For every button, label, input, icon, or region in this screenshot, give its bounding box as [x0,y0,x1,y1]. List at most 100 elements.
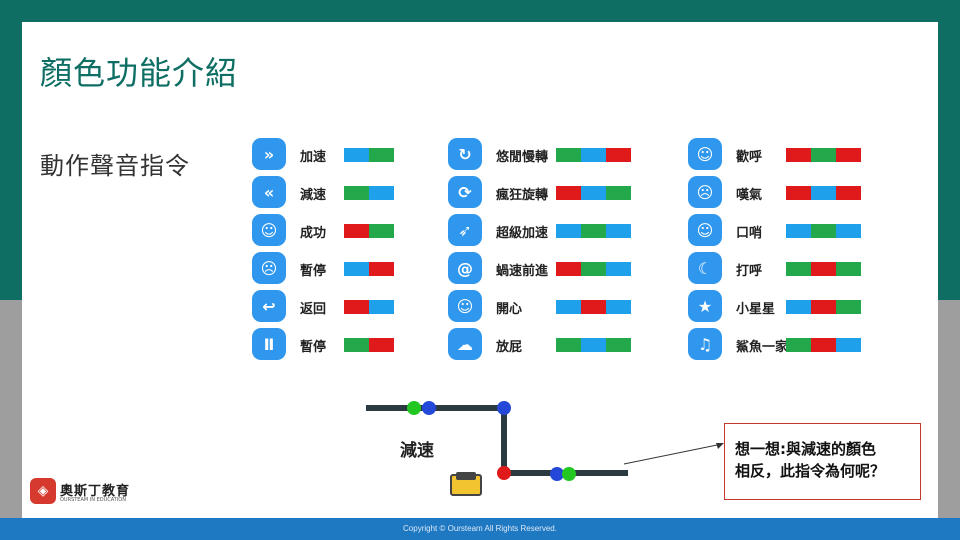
command-label: 成功 [300,226,327,241]
color-code-block [369,300,394,314]
star-song-icon: ★ [688,290,722,322]
command-row: » 加速 [244,138,444,170]
whistle-face-icon: ☺ [688,214,722,246]
color-code-block [581,262,606,276]
color-code-strip [786,148,861,162]
color-code-block [344,224,369,238]
robot-icon [446,472,486,500]
command-label: 超級加速 [496,226,549,241]
color-code-block [581,224,606,238]
logo-mark-icon: ◈ [30,478,56,504]
command-row: ☁放屁 [440,328,640,360]
fast-forward-icon: » [252,138,286,170]
color-code-block [581,338,606,352]
color-code-block [606,224,631,238]
command-label: 瘋狂旋轉 [496,188,549,203]
color-code-strip [344,148,394,162]
command-row: ☺ 口哨 [680,214,880,246]
command-label: 鯊魚一家 [736,340,789,355]
color-code-block [786,338,811,352]
shark-song-icon: ♫ [688,328,722,360]
color-code-block [836,186,861,200]
rewind-icon: « [252,176,286,208]
color-code-block [581,186,606,200]
color-code-block [369,338,394,352]
color-code-block [836,224,861,238]
command-row: ☺ 成功 [244,214,444,246]
color-code-strip [786,186,861,200]
command-label: 開心 [496,302,523,317]
color-code-strip [556,300,631,314]
track-dot-blue-bottom [550,467,564,481]
rocket-icon: ➶ [448,214,482,246]
color-code-strip [786,338,861,352]
color-code-block [556,262,581,276]
color-code-strip [556,148,631,162]
command-row: ↩返回 [244,290,444,322]
pause-icon: Ⅱ [252,328,286,360]
color-code-block [344,186,369,200]
color-code-block [786,262,811,276]
color-code-block [369,148,394,162]
command-label: 打呼 [736,264,763,279]
color-code-block [811,338,836,352]
color-code-block [786,300,811,314]
snore-face-icon: ☾ [688,252,722,284]
happy-face-icon: ☺ [448,290,482,322]
command-row: Ⅱ 暫停 [244,328,444,360]
pause-face-icon: ☹ [252,252,286,284]
success-face-icon: ☺ [252,214,286,246]
command-row: ★ 小星星 [680,290,880,322]
command-row: ♫ 鯊魚一家 [680,328,880,360]
track-dot-blue [422,401,436,415]
track-dot-blue-corner [497,401,511,415]
return-arrow-icon: ↩ [252,290,286,322]
command-label: 小星星 [736,302,776,317]
color-code-block [606,148,631,162]
color-code-block [556,186,581,200]
color-code-strip [786,262,861,276]
color-code-strip [786,300,861,314]
command-row: ↻悠閒慢轉 [440,138,640,170]
color-code-block [606,186,631,200]
color-code-block [369,186,394,200]
color-code-strip [786,224,861,238]
color-code-block [581,300,606,314]
logo-subtitle: OURSTEAM IN EDUCATION [60,497,126,503]
color-code-block [344,300,369,314]
color-code-strip [556,338,631,352]
color-code-block [811,224,836,238]
command-label: 口哨 [736,226,763,241]
track-dot-green-bottom [562,467,576,481]
track-segment-top [366,405,508,411]
fart-icon: ☁ [448,328,482,360]
color-code-strip [556,224,631,238]
command-label: 減速 [300,188,327,203]
color-code-block [811,300,836,314]
color-code-block [811,148,836,162]
color-code-block [811,186,836,200]
color-code-strip [556,262,631,276]
color-code-block [581,148,606,162]
command-label: 嘆氣 [736,188,763,203]
color-code-block [556,300,581,314]
color-code-block [836,300,861,314]
color-code-block [836,338,861,352]
color-code-block [811,262,836,276]
track-label: 減速 [400,441,434,461]
track-dot-red-corner [497,466,511,480]
color-code-block [556,224,581,238]
color-code-block [606,338,631,352]
command-label: 暫停 [300,340,327,355]
command-label: 暫停 [300,264,327,279]
color-code-block [786,148,811,162]
color-code-block [369,224,394,238]
color-code-block [556,148,581,162]
track-dot-green [407,401,421,415]
color-code-block [556,338,581,352]
question-callout: 想一想:與減速的顏色 相反，此指令為何呢？ [724,423,921,500]
command-label: 加速 [300,150,327,165]
crazy-spin-icon: ⟳ [448,176,482,208]
command-row: @蝸速前進 [440,252,640,284]
color-code-block [836,262,861,276]
